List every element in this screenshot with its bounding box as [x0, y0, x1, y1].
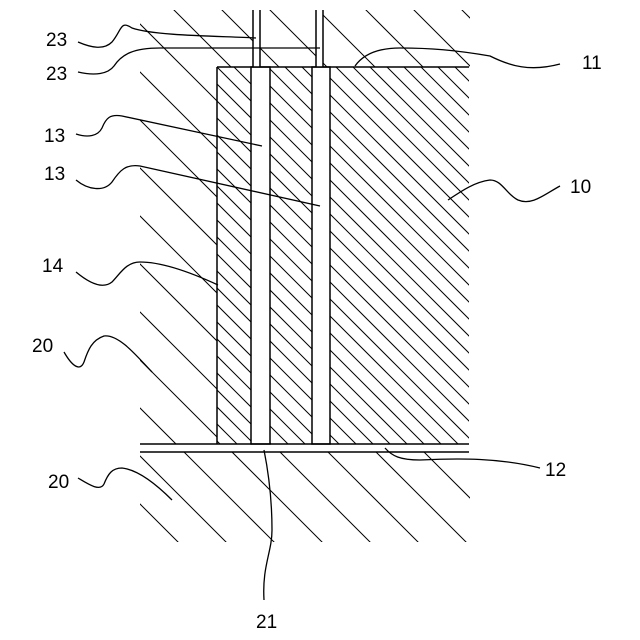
hatch-line [68, 0, 640, 640]
hatch-line [422, 0, 640, 640]
hatch-line [0, 0, 212, 640]
leader-10 [448, 180, 560, 202]
hatch-line [235, 0, 640, 640]
hatch-line [0, 0, 467, 640]
hatch-line [0, 0, 144, 640]
channel-13-right [312, 67, 330, 444]
hatch-line [0, 0, 178, 640]
hatch-line [0, 0, 8, 640]
hatch-line [452, 0, 640, 640]
hatch-line [0, 0, 246, 640]
leader-23-bottom [78, 48, 320, 74]
hatch-line [0, 0, 420, 640]
hatch-line [133, 0, 640, 640]
hatch-line [388, 0, 640, 640]
hatch-line [303, 0, 640, 640]
label-13-upper: 13 [44, 126, 65, 147]
hatch-line [0, 0, 276, 640]
hatch-line [99, 0, 640, 640]
hatch-line [0, 0, 280, 640]
hatch-line [0, 0, 180, 640]
hatch-line [0, 0, 569, 640]
hatch-line [0, 0, 603, 640]
hatch-line [0, 0, 263, 640]
hatch-line [0, 0, 110, 640]
hatch-line [0, 0, 586, 640]
hatch-line [0, 0, 76, 640]
hatch-line [308, 0, 640, 640]
hatch-line [500, 0, 640, 640]
label-20-upper: 20 [32, 336, 53, 357]
hatch-line [0, 0, 324, 640]
hatch-line [0, 0, 416, 640]
label-10: 10 [570, 177, 591, 198]
label-13-lower: 13 [44, 164, 65, 185]
hatch-line [456, 0, 640, 640]
hatch-line [0, 0, 42, 640]
label-20-lower: 20 [48, 472, 69, 493]
hatch-line [0, 0, 127, 640]
label-23-bottom: 23 [46, 64, 67, 85]
hatch-line [473, 0, 640, 640]
hatch-line [490, 0, 640, 640]
hatch-line [405, 0, 640, 640]
hatch-line [0, 0, 612, 640]
hatch-line [0, 0, 195, 640]
hatch-line [0, 0, 161, 640]
label-11: 11 [582, 53, 602, 74]
leader-11 [355, 48, 560, 68]
hatch-line [150, 0, 640, 640]
outlines [140, 10, 469, 452]
leader-23-top [78, 25, 256, 47]
hatch-line [0, 0, 228, 640]
hatch-line [252, 0, 640, 640]
leader-21 [264, 450, 272, 600]
label-23-top: 23 [46, 30, 67, 51]
hatch-line [0, 0, 229, 640]
hatch-line [354, 0, 640, 640]
hatch-line [31, 0, 640, 640]
hatch-line [0, 0, 93, 640]
hatch-line [0, 0, 484, 640]
hatch-line [65, 0, 640, 640]
hatch-line [404, 0, 640, 640]
hatch-line [218, 0, 640, 640]
hatch-line [0, 0, 399, 640]
hatch-line [82, 0, 640, 640]
hatch-line [0, 0, 348, 640]
hatch-line [0, 0, 84, 640]
hatch-line [0, 0, 552, 640]
label-12: 12 [545, 460, 566, 481]
hatch-line [0, 0, 365, 640]
leader-12 [385, 448, 540, 468]
hatch-line [0, 0, 331, 640]
hatch-line [439, 0, 640, 640]
hatch-line [167, 0, 640, 640]
hatch-line [0, 0, 564, 640]
hatch-line [0, 0, 36, 640]
label-14: 14 [42, 256, 64, 277]
label-21: 21 [256, 612, 277, 633]
hatch-line [212, 0, 640, 640]
leader-13-upper [76, 116, 262, 147]
leader-20-upper [64, 336, 152, 372]
hatch-line [0, 0, 468, 640]
hatch-line [116, 0, 640, 640]
hatch-line [0, 0, 132, 640]
hatch-line [371, 0, 640, 640]
leader-20-lower [78, 468, 172, 500]
slot-23-right [316, 10, 323, 67]
hatch-line [48, 0, 640, 640]
hatch-line [0, 0, 25, 640]
hatch-line [0, 0, 59, 640]
hatch-line [116, 0, 640, 640]
hatch-line [0, 0, 620, 640]
hatch-line [286, 0, 640, 640]
leader-14 [76, 262, 218, 285]
channel-13-left [251, 67, 270, 444]
leader-13-lower [76, 166, 320, 206]
